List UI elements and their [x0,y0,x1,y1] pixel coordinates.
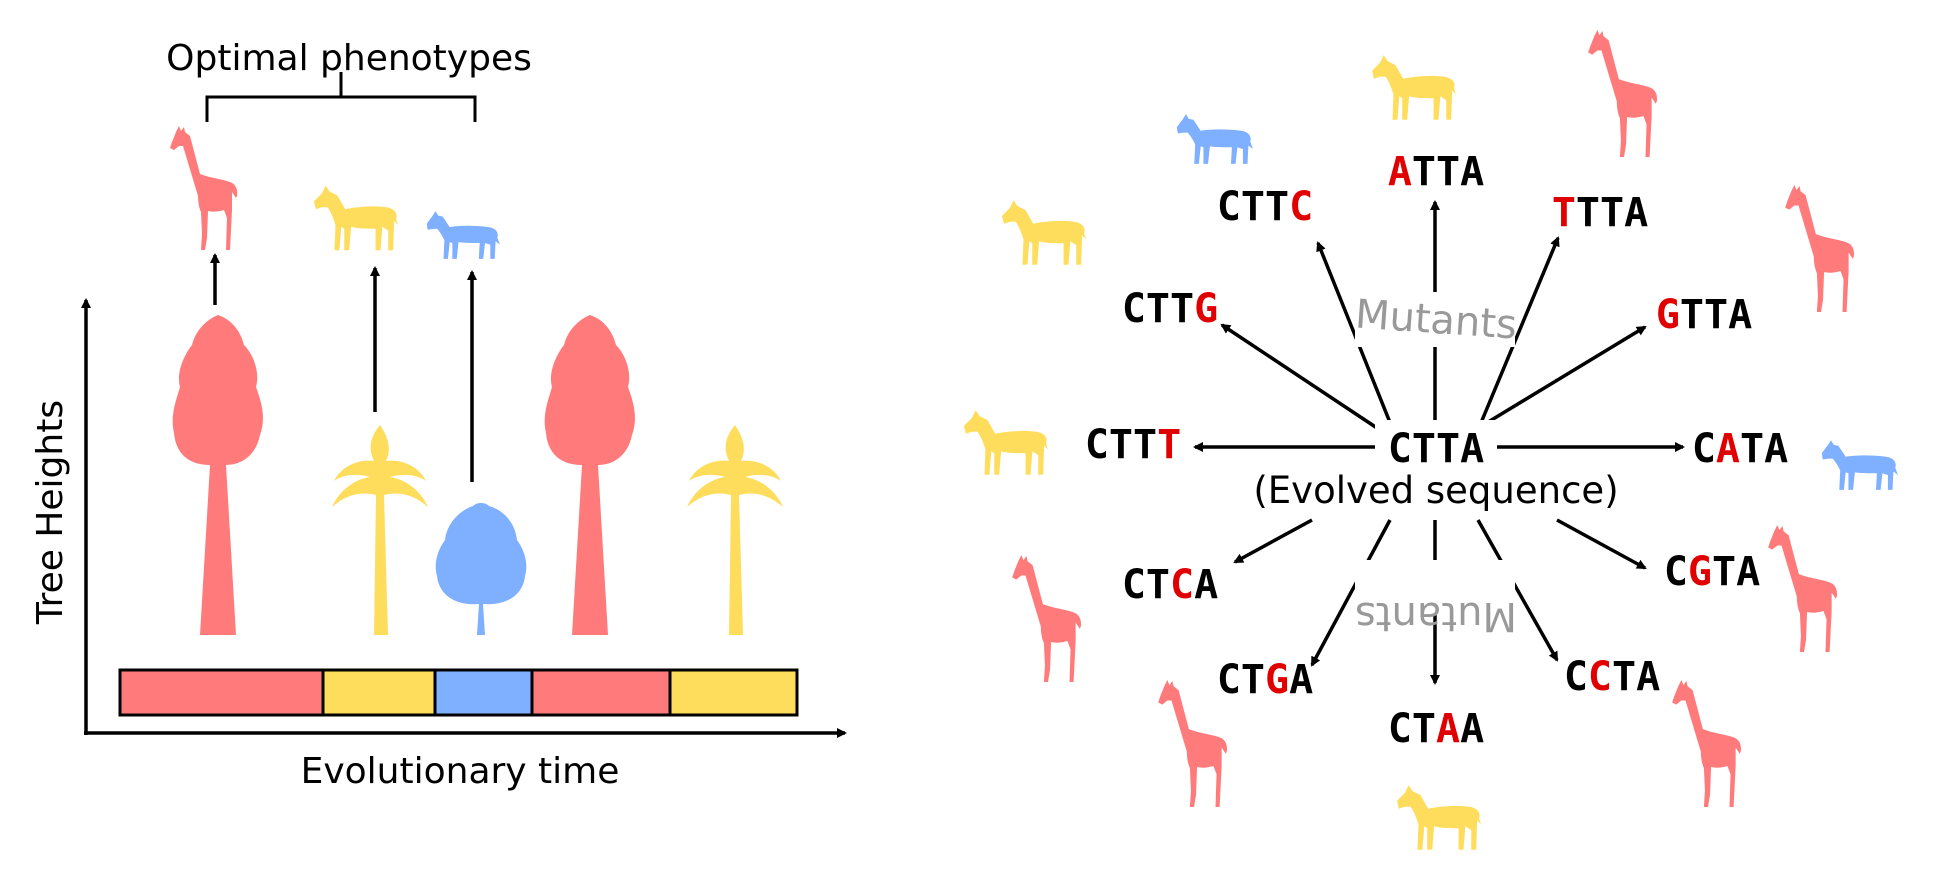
mutant-sequence: CTTC [1217,184,1313,230]
mutation-arrow [1474,325,1647,432]
mutants-label-bottom: Mutants [1355,593,1517,639]
giraffe-icon [1768,525,1838,652]
tall-tree-icon [544,315,635,635]
mutation-arrow [1233,518,1313,564]
palm-tree-icon [687,425,783,635]
giraffe-icon [1588,30,1658,157]
giraffe-icon [170,126,238,250]
okapi-icon [1371,55,1457,120]
optimal-phenotypes-title: Optimal phenotypes [166,38,532,79]
mutant-sequence: CGTA [1664,549,1760,595]
giraffe-icon [1012,555,1082,682]
timeline-bar [118,668,799,717]
mutation-arrow [1476,519,1559,662]
timeline-segment [433,668,534,717]
mutation-arrow [1556,518,1647,570]
zebra-icon [1176,114,1253,164]
timeline-segment [668,668,799,717]
okapi-icon [963,410,1049,475]
mutant-sequence: GTTA [1656,292,1752,338]
zebra-icon [1821,440,1898,490]
mutants-label-top: Mutants [1354,291,1519,348]
mutant-sequence: CCTA [1564,654,1660,700]
mutant-sequence: TTTA [1552,190,1648,236]
timeline-segment [321,668,437,717]
okapi-icon [1001,200,1087,265]
giraffe-icon [1672,680,1742,807]
mutant-sequence: CTAA [1388,706,1484,752]
zebra-icon [426,211,500,259]
timeline-segment [118,668,325,717]
okapi-icon [1396,785,1482,850]
mutation-arrow [1220,323,1381,432]
mutant-sequences: ATTA TTTA GTTA CATA CGTA CCTA CTAA CTGA [1085,149,1788,752]
right-panel: Mutants Mutants CTTA (Evolved sequence) … [963,30,1898,850]
timeline-segment [530,668,672,717]
mutant-sequence: CTTT [1085,422,1181,468]
evolved-sequence-caption: (Evolved sequence) [1253,469,1618,512]
mutant-sequence: CTCA [1122,562,1218,608]
giraffe-icon [1785,185,1855,312]
round-tree-icon [435,503,527,635]
x-axis-label: Evolutionary time [301,751,620,792]
palm-tree-icon [332,425,428,635]
mutant-sequence: CTTG [1122,286,1218,332]
evolved-sequence: CTTA [1388,426,1484,472]
y-axis-label: Tree Heights [30,400,71,625]
phenotype-bracket [205,72,477,122]
tall-tree-icon [172,315,263,635]
mutant-sequence: CTGA [1217,657,1313,703]
mutant-sequence: ATTA [1388,149,1484,195]
mutation-arrow [1476,236,1560,431]
mutation-arrow [1310,519,1392,667]
mutant-sequence: CATA [1692,426,1788,472]
okapi-icon [313,185,399,251]
left-panel: Optimal phenotypes Evolutionary time Tre… [30,38,847,792]
